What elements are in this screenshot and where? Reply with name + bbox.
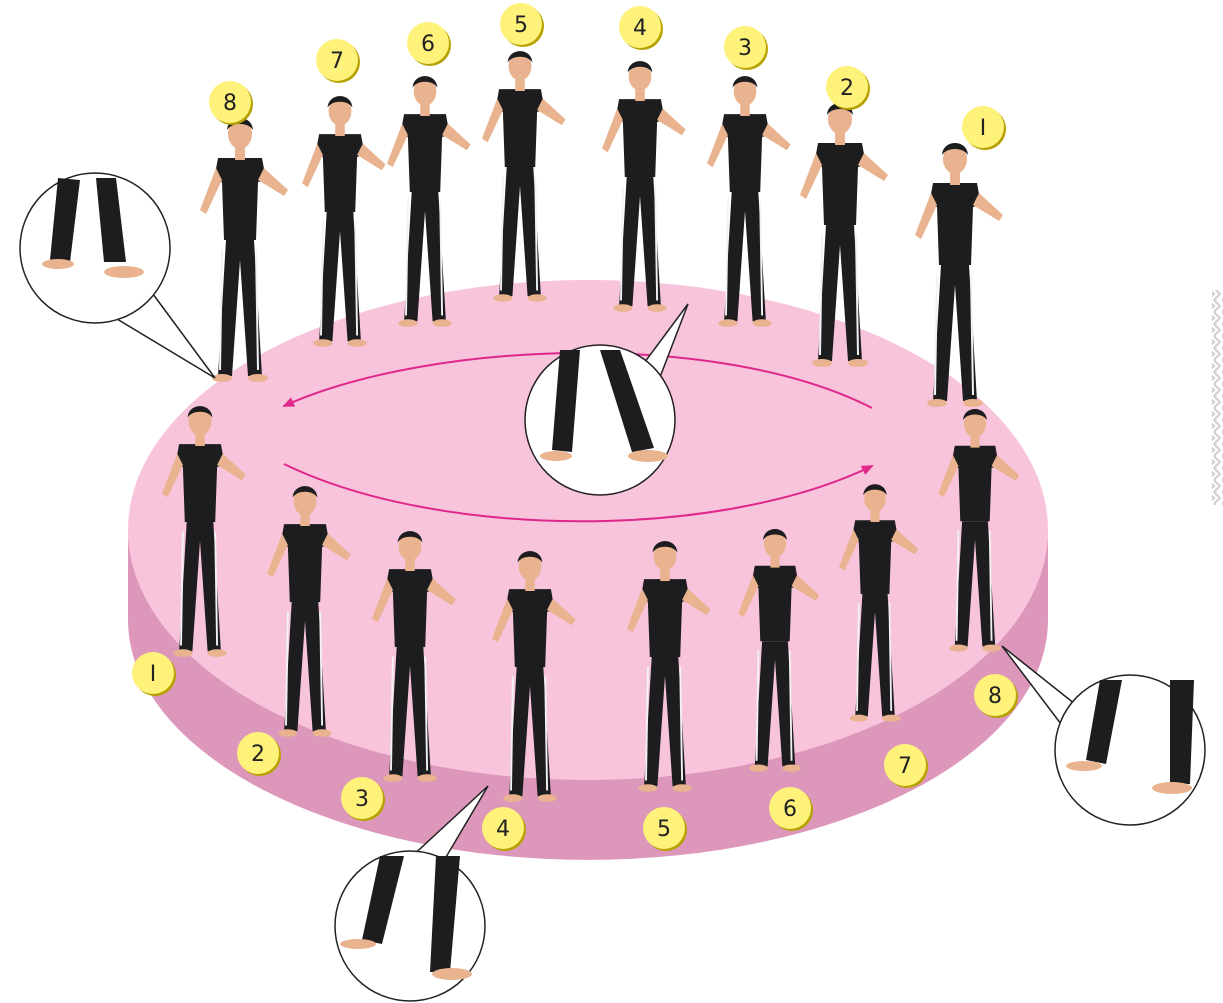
callout-bubble — [20, 173, 170, 323]
callout-right — [1002, 646, 1205, 825]
step-badge-upper-5: 5 — [500, 3, 544, 47]
dancer-figure-upper-8 — [200, 118, 288, 382]
step-number-label: 7 — [898, 754, 912, 779]
step-number-label: 4 — [496, 817, 510, 842]
step-number-label: 2 — [840, 76, 854, 101]
step-number-label: 8 — [223, 91, 237, 116]
dancer-figure-upper-4 — [602, 61, 686, 312]
step-number-label: I — [980, 116, 987, 141]
dancer-figure-upper-3 — [707, 76, 791, 327]
step-number-label: 2 — [251, 742, 265, 767]
upper-step-numbers: I 2 3 4 5 6 7 8 — [209, 3, 1006, 150]
step-number-label: 7 — [330, 49, 344, 74]
step-number-label: 8 — [988, 684, 1002, 709]
step-number-label: 3 — [355, 787, 369, 812]
step-number-label: I — [150, 662, 157, 687]
callout-top-left — [20, 173, 215, 378]
step-badge-upper-7: 7 — [316, 39, 360, 83]
step-badge-upper-8: 8 — [209, 81, 253, 125]
step-badge-upper-6: 6 — [407, 22, 451, 66]
step-number-label: 5 — [657, 817, 671, 842]
step-number-label: 4 — [633, 16, 647, 41]
side-zigzag-strip — [1212, 290, 1223, 505]
dancer-figure-upper-6 — [387, 76, 471, 327]
step-number-label: 5 — [514, 13, 528, 38]
callout-bubble — [525, 345, 675, 495]
step-badge-upper-1: I — [962, 106, 1006, 150]
step-badge-upper-4: 4 — [619, 6, 663, 50]
step-badge-upper-2: 2 — [826, 66, 870, 110]
dancer-figure-upper-5 — [482, 51, 566, 302]
step-number-label: 6 — [421, 32, 435, 57]
step-badge-upper-3: 3 — [724, 26, 768, 70]
step-number-label: 3 — [738, 36, 752, 61]
step-number-label: 6 — [783, 797, 797, 822]
